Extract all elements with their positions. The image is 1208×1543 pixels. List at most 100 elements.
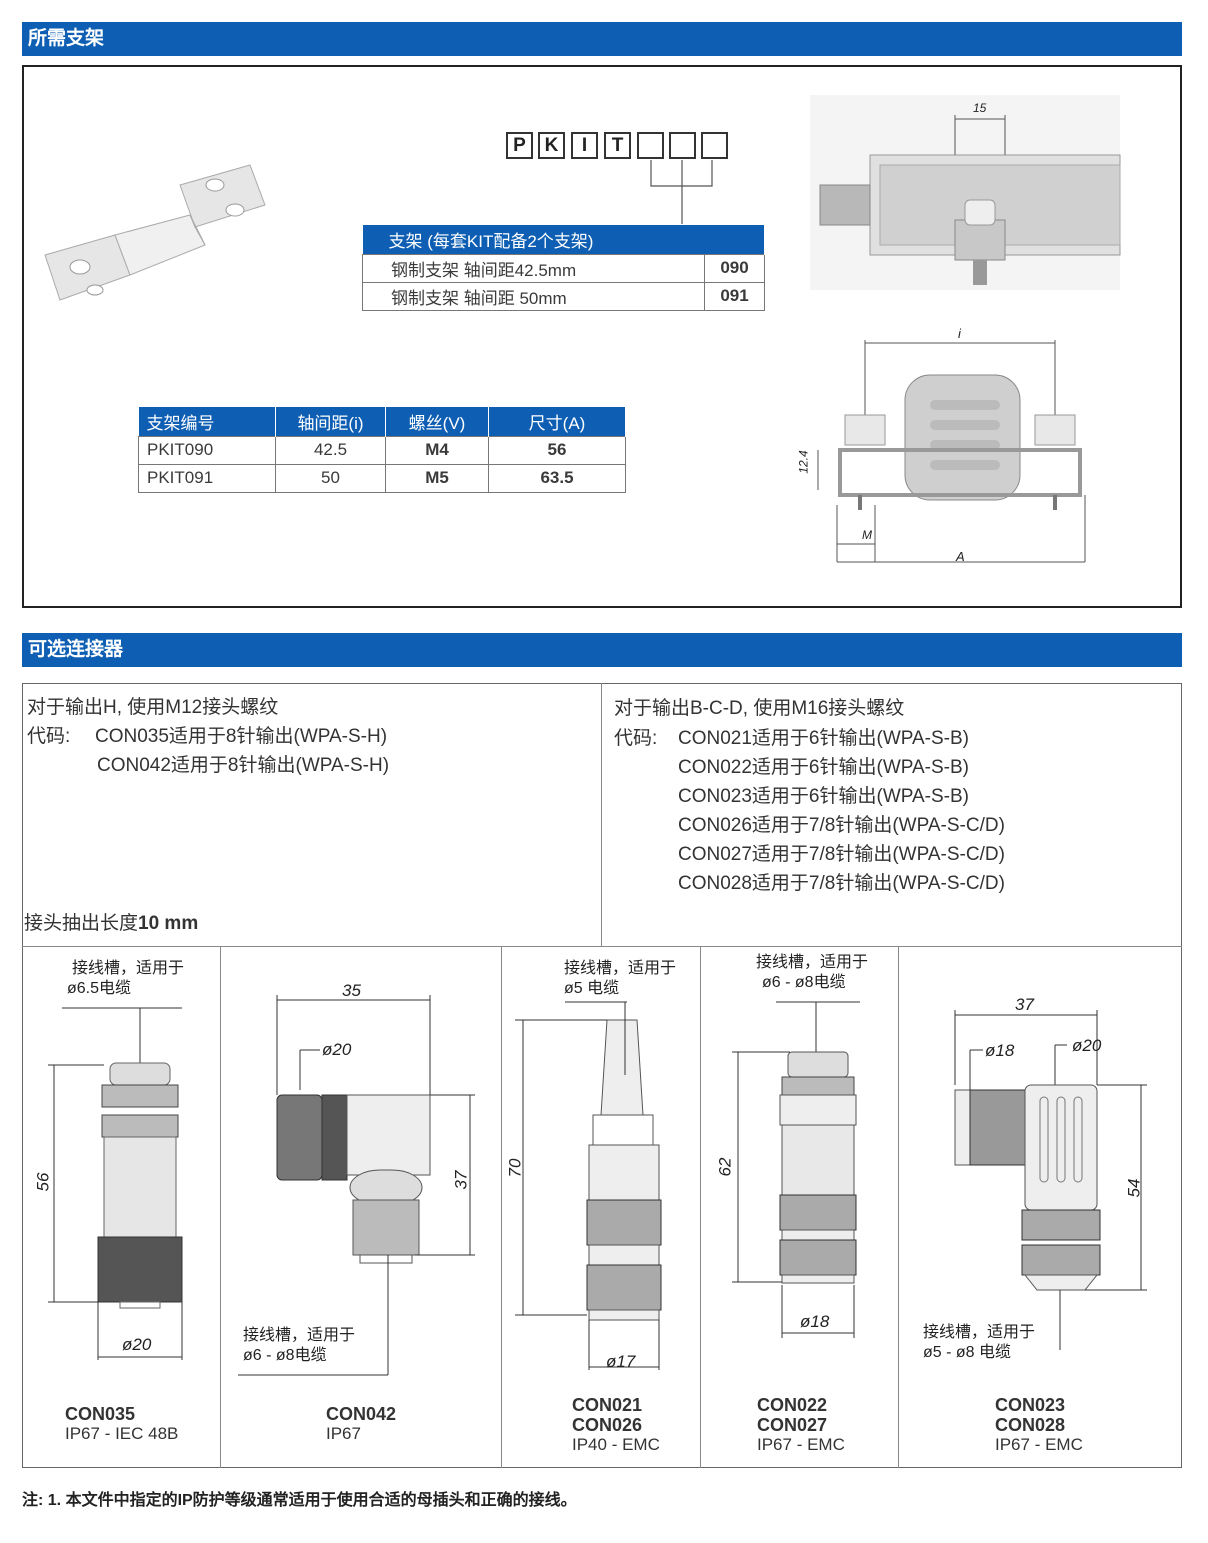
con042-caption: CON042 IP67	[326, 1404, 396, 1444]
con042-drawing	[238, 995, 475, 1376]
con042-cable-line1: 接线槽，适用于	[243, 1327, 356, 1344]
con035-rating: IP67 - IEC 48B	[65, 1424, 179, 1443]
spec-cell: M5	[385, 463, 489, 493]
con021-cable-line2: ø5 电缆	[564, 980, 620, 997]
spec-cell: M4	[385, 435, 489, 465]
con042-rating: IP67	[326, 1424, 361, 1443]
spec-header: 螺丝(V)	[385, 407, 489, 436]
con021-cable-line1: 接线槽，适用于	[564, 960, 677, 977]
front-view-drawing	[817, 340, 1086, 563]
divider-vertical-top	[601, 683, 602, 947]
footnote: 注: 1. 本文件中指定的IP防护等级通常适用于使用合适的母插头和正确的接线。	[22, 1492, 577, 1509]
connectors-panel	[22, 683, 1182, 1468]
spec-header: 尺寸(A)	[488, 407, 626, 436]
m12-code-2: CON042适用于8针输出(WPA-S-H)	[97, 755, 390, 776]
con035-caption: CON035 IP67 - IEC 48B	[65, 1404, 178, 1444]
m16-code-5: CON027适用于7/8针输出(WPA-S-C/D)	[678, 844, 1005, 865]
spec-cell: 63.5	[488, 463, 626, 493]
option-code: 090	[704, 253, 765, 283]
dim-m: M	[862, 528, 872, 542]
spec-cell: 50	[275, 463, 386, 493]
con023-caption: CON023 CON028 IP67 - EMC	[995, 1395, 1083, 1455]
con022-drawing	[732, 1001, 860, 1338]
spec-cell: 42.5	[275, 435, 386, 465]
code-letter-p: P	[506, 132, 533, 159]
con027-name: CON027	[757, 1415, 828, 1435]
option-desc: 钢制支架 轴间距 50mm	[362, 281, 705, 311]
con022-name: CON022	[757, 1395, 828, 1415]
m12-code-label: 代码:	[27, 726, 71, 747]
side-view-drawing	[810, 95, 1121, 290]
spec-cell: 56	[488, 435, 626, 465]
m12-code-1: CON035适用于8针输出(WPA-S-H)	[95, 726, 388, 747]
con021-rating: IP40 - EMC	[572, 1435, 660, 1454]
m16-code-1: CON021适用于6针输出(WPA-S-B)	[678, 728, 970, 749]
con042-dim-width: 35	[342, 981, 361, 1000]
con042-dim-diameter: ø20	[322, 1040, 352, 1059]
code-slot-3	[701, 132, 728, 159]
code-letter-t: T	[604, 132, 631, 159]
m12-intro: 对于输出H, 使用M12接头螺纹	[27, 697, 279, 718]
dim-top: 15	[973, 101, 987, 115]
divider-horizontal	[22, 946, 1182, 947]
m16-intro: 对于输出B-C-D, 使用M16接头螺纹	[614, 698, 905, 719]
option-code: 091	[704, 281, 765, 311]
section-title-connectors: 可选连接器	[22, 633, 1182, 667]
con035-cable-line2: ø6.5电缆	[67, 980, 132, 997]
bracket-illustration	[44, 164, 266, 301]
con023-drawing	[954, 1010, 1147, 1350]
divider-col-2	[501, 946, 502, 1468]
m16-code-6: CON028适用于7/8针输出(WPA-S-C/D)	[678, 873, 1005, 894]
con023-name: CON023	[995, 1395, 1066, 1415]
con026-name: CON026	[572, 1415, 643, 1435]
dim-i: i	[958, 326, 961, 341]
m16-code-3: CON023适用于6针输出(WPA-S-B)	[678, 786, 970, 807]
con028-name: CON028	[995, 1415, 1066, 1435]
spec-cell: PKIT091	[138, 463, 276, 493]
con021-dim-diameter: ø17	[606, 1352, 636, 1371]
code-letter-k: K	[538, 132, 565, 159]
length-text: 接头抽出长度	[24, 913, 139, 934]
dim-a: A	[956, 549, 965, 564]
divider-col-1	[220, 946, 221, 1468]
con023-dim-diameter-right: ø20	[1072, 1036, 1102, 1055]
spec-header: 支架编号	[138, 407, 276, 436]
section-title-bracket: 所需支架	[22, 22, 1182, 56]
con035-drawing	[48, 1007, 183, 1360]
code-letter-i: I	[571, 132, 598, 159]
con023-dim-height: 54	[1124, 1178, 1144, 1198]
con023-dim-width: 37	[1015, 995, 1034, 1014]
con042-name: CON042	[326, 1404, 397, 1424]
con023-cable-line1: 接线槽，适用于	[923, 1324, 1036, 1341]
con022-rating: IP67 - EMC	[757, 1435, 845, 1454]
con021-drawing	[515, 1001, 662, 1370]
con023-rating: IP67 - EMC	[995, 1435, 1083, 1454]
length-value: 10 mm	[138, 913, 199, 934]
con022-cable-line2: ø6 - ø8电缆	[762, 974, 846, 991]
m16-code-label: 代码:	[614, 728, 658, 749]
bracket-option-table: 支架 (每套KIT配备2个支架) 钢制支架 轴间距42.5mm 090 钢制支架…	[362, 225, 765, 311]
con035-cable-line1: 接线槽，适用于	[72, 960, 185, 977]
bracket-panel	[22, 65, 1182, 608]
con022-caption: CON022 CON027 IP67 - EMC	[757, 1395, 845, 1455]
con022-dim-length: 62	[715, 1157, 735, 1177]
spec-header: 轴间距(i)	[275, 407, 386, 436]
option-desc: 钢制支架 轴间距42.5mm	[362, 253, 705, 283]
code-slot-1	[637, 132, 664, 159]
dim-height: 12.4	[796, 450, 811, 474]
con021-caption: CON021 CON026 IP40 - EMC	[572, 1395, 660, 1455]
con035-dim-length: 56	[33, 1172, 53, 1192]
con021-dim-length: 70	[505, 1158, 525, 1178]
divider-col-3	[700, 946, 701, 1468]
con035-name: CON035	[65, 1404, 136, 1424]
con023-dim-diameter-left: ø18	[985, 1041, 1015, 1060]
con035-dim-diameter: ø20	[122, 1335, 152, 1354]
divider-col-4	[898, 946, 899, 1468]
spec-cell: PKIT090	[138, 435, 276, 465]
con042-dim-height: 37	[451, 1170, 471, 1190]
con022-cable-line1: 接线槽，适用于	[756, 954, 869, 971]
m16-code-4: CON026适用于7/8针输出(WPA-S-C/D)	[678, 815, 1005, 836]
m16-code-2: CON022适用于6针输出(WPA-S-B)	[678, 757, 970, 778]
code-slot-2	[669, 132, 696, 159]
bracket-spec-table: 支架编号 轴间距(i) 螺丝(V) 尺寸(A) PKIT090 42.5 M4 …	[138, 407, 626, 493]
